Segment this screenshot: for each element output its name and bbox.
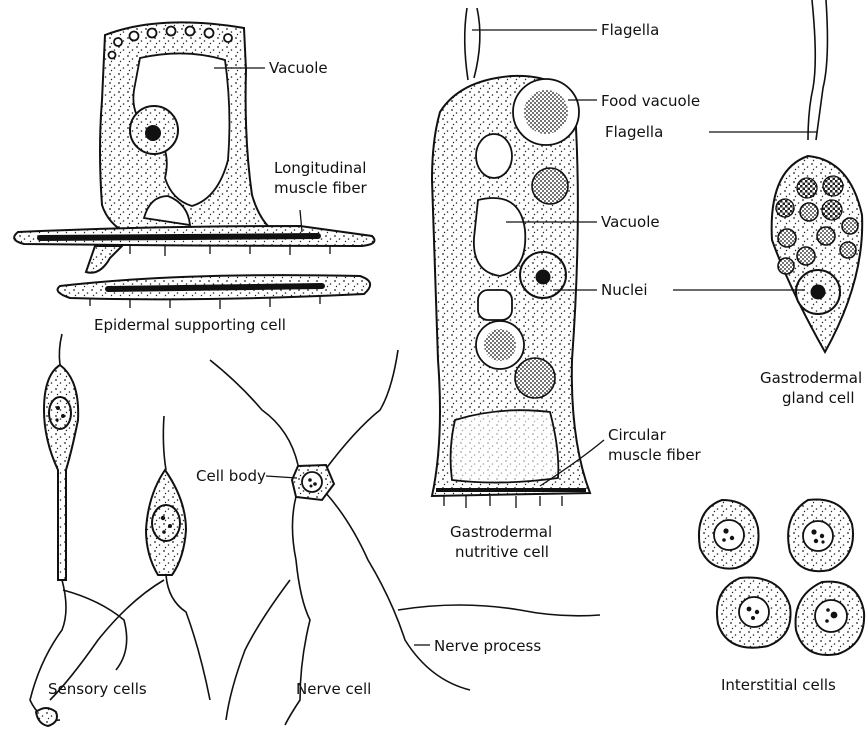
interstitial-caption: Interstitial cells: [721, 676, 836, 694]
sensory-1-nucleus: [49, 397, 71, 429]
gland-nucleolus: [811, 285, 826, 300]
nerve-process-upper-left: [210, 360, 298, 465]
cell-root-process: [86, 246, 122, 273]
nutritive-vacuole-2: [474, 198, 525, 276]
food-vacuole-1-contents: [524, 90, 568, 134]
nerve-process-upper-right: [325, 350, 398, 470]
nerve-process-lower-left: [226, 580, 290, 720]
label-nerve-process: Nerve process: [434, 637, 541, 655]
sensory-caption: Sensory cells: [48, 680, 147, 698]
nutritive-fringe: [444, 496, 562, 508]
gland-caption-1: Gastrodermal: [760, 369, 862, 387]
sensory-1-process-a: [30, 580, 66, 720]
nutritive-flagellum-1: [465, 8, 468, 80]
nutritive-vacuole-3: [478, 290, 512, 320]
gastrodermal-nutritive-cell: Flagella Food vacuole Vacuole Nuclei Cir…: [432, 8, 702, 561]
nerve-process-lower-right: [325, 492, 470, 690]
nutritive-nucleolus: [536, 270, 551, 285]
label-vacuole-nutritive: Vacuole: [601, 213, 660, 231]
food-vacuole-4: [515, 358, 555, 398]
interstitial-cells: Interstitial cells: [699, 500, 864, 695]
gland-flagellum-2: [816, 0, 827, 140]
nutritive-vacuole-1: [476, 134, 512, 178]
label-nuclei: Nuclei: [601, 281, 648, 299]
sensory-2-tip: [163, 416, 166, 470]
label-food-vacuole: Food vacuole: [601, 92, 700, 110]
epidermal-nucleolus: [145, 125, 161, 141]
epidermal-caption: Epidermal supporting cell: [94, 316, 286, 334]
nutritive-caption-1: Gastrodermal: [450, 523, 552, 541]
label-flagella-gland: Flagella: [605, 123, 663, 141]
sensory-1-tip: [59, 334, 62, 365]
label-longitudinal-1: Longitudinal: [274, 159, 366, 177]
label-longitudinal-2: muscle fiber: [274, 179, 368, 197]
label-circular-1: Circular: [608, 426, 667, 444]
lower-longitudinal-fiber: [108, 286, 322, 289]
nutritive-lower-vacuole: [451, 410, 559, 482]
sensory-1-ending: [36, 708, 57, 726]
nutritive-flagellum-2: [474, 8, 480, 78]
interstitial-1-nucleus: [714, 520, 744, 550]
epidermal-supporting-cell: Vacuole Longitudinal muscle fiber Epider…: [14, 22, 374, 334]
gland-flagellum-1: [808, 0, 815, 140]
food-vacuole-3-contents: [484, 329, 516, 361]
nerve-caption: Nerve cell: [296, 680, 371, 698]
interstitial-3-nucleus: [739, 597, 769, 627]
nerve-process-branch: [398, 605, 600, 616]
sensory-cells: Sensory cells: [30, 334, 210, 726]
gland-caption-2: gland cell: [782, 389, 855, 407]
label-vacuole-epidermal: Vacuole: [269, 59, 328, 77]
label-flagella-top: Flagella: [601, 21, 659, 39]
sensory-2-nucleus: [152, 505, 180, 541]
interstitial-2-nucleus: [803, 521, 833, 551]
food-vacuole-2: [532, 168, 568, 204]
upper-longitudinal-fiber: [40, 236, 318, 238]
label-cell-body: Cell body: [196, 467, 266, 485]
nutritive-caption-2: nutritive cell: [455, 543, 549, 561]
sensory-2-process-a: [166, 575, 210, 700]
gastrodermal-gland-cell: Flagella Gastrodermal gland cell: [605, 0, 862, 407]
sensory-1-process-b: [63, 590, 127, 670]
label-circular-2: muscle fiber: [608, 446, 702, 464]
nerve-nucleus: [302, 472, 322, 492]
